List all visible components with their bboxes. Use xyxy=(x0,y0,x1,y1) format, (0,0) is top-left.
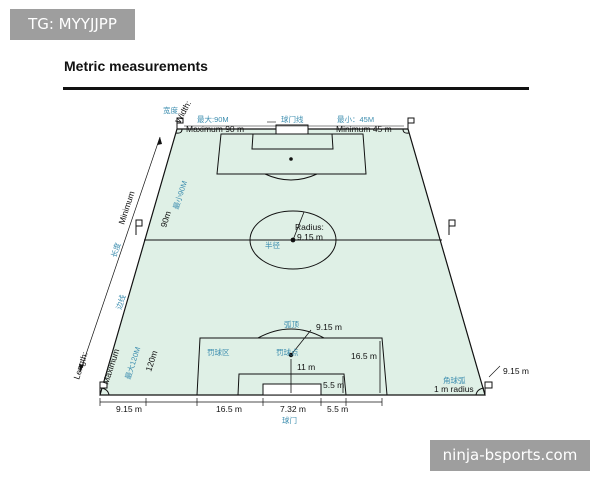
top-penalty-arc xyxy=(264,173,318,181)
label-bottom-915: 9.15 m xyxy=(116,404,142,414)
corner-arc-tr xyxy=(402,128,410,134)
length-arrow-top xyxy=(157,137,162,145)
label-max-cn: 最大:90M xyxy=(197,114,229,124)
halfway-flag-left xyxy=(135,219,143,235)
arc-radius-line xyxy=(290,329,312,356)
label-bottom-55: 5.5 m xyxy=(327,404,348,414)
label-min-90: 90m xyxy=(158,210,173,229)
page-title: Metric measurements xyxy=(64,58,208,74)
label-spot-11: 11 m xyxy=(297,362,315,372)
label-touchline-cn: 边线 xyxy=(113,293,127,311)
corner-arc-br xyxy=(475,387,485,396)
corner-flag-br xyxy=(484,381,493,395)
label-bottom-732: 7.32 m xyxy=(280,404,306,414)
label-goal-line-cn: 球门线 xyxy=(281,114,304,124)
label-corner-cn: 角球弧 xyxy=(443,375,466,385)
label-goal-cn: 球门 xyxy=(282,415,297,425)
label-radius: Radius: xyxy=(295,222,324,232)
title-rule xyxy=(63,87,529,90)
corner-arc-tl xyxy=(175,128,183,134)
label-arc-915: 9.15 m xyxy=(316,322,342,332)
corner-flag-tr xyxy=(407,117,415,129)
top-goal xyxy=(275,124,309,135)
label-box-165: 16.5 m xyxy=(351,351,377,361)
label-max-width: Maximum 90 m xyxy=(186,124,244,134)
label-min-width: Minimum 45 m xyxy=(336,124,392,134)
corner-flag-tl xyxy=(176,117,184,129)
halfway-flag-right xyxy=(448,219,456,235)
label-goal-area-55: 5.5 m xyxy=(323,380,344,390)
label-length-cn: 长度 xyxy=(108,241,122,259)
bottom-goal-area xyxy=(237,373,347,396)
label-bottom-165: 16.5 m xyxy=(216,404,242,414)
watermark-top: TG: MYYJJPP xyxy=(10,9,135,40)
label-corner-radius: 1 m radius xyxy=(434,384,474,394)
label-radius-cn: 半径 xyxy=(265,240,280,250)
bottom-goal xyxy=(262,383,322,396)
corner-dim-line xyxy=(488,365,501,378)
radius-line xyxy=(292,211,305,241)
watermark-bottom: ninja-bsports.com xyxy=(430,440,590,471)
length-dimension-line xyxy=(79,136,161,373)
centre-circle xyxy=(249,210,337,270)
label-minimum: Minimum xyxy=(116,190,136,226)
label-arc-cn: 弧顶 xyxy=(284,319,299,329)
bottom-dimension-ticks xyxy=(99,398,383,406)
label-radius-value: 9.15 m xyxy=(297,232,323,242)
bottom-penalty-arc xyxy=(257,328,325,339)
label-penalty-area-cn: 罚球区 xyxy=(207,347,230,357)
label-width-cn: 宽度 xyxy=(163,105,178,115)
corner-flag-bl xyxy=(99,381,108,395)
top-penalty-spot xyxy=(289,157,293,161)
label-min-cn: 最小：45M xyxy=(337,115,374,124)
bottom-penalty-area xyxy=(196,337,388,396)
length-arrow-bottom xyxy=(79,364,84,372)
label-corner-915: 9.15 m xyxy=(503,366,529,376)
label-length: Length: xyxy=(71,351,89,381)
label-penalty-spot-cn: 罚球点 xyxy=(276,347,299,357)
